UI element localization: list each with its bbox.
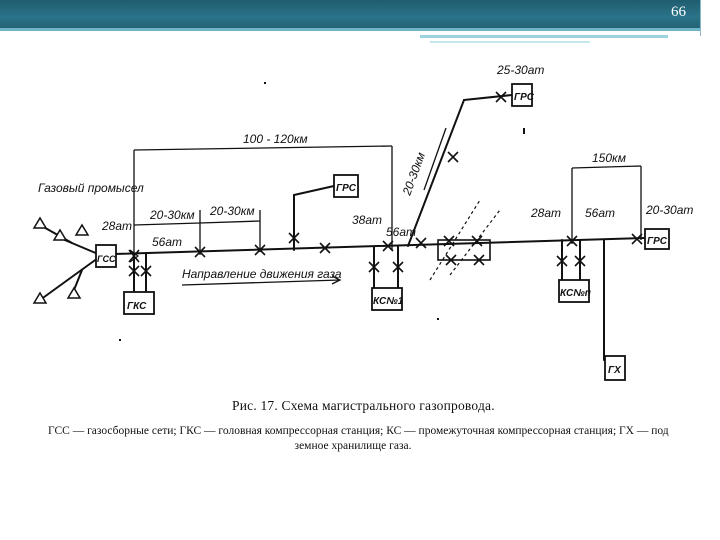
accent-line (420, 35, 668, 38)
slide-frame (700, 0, 720, 540)
label-flow-direction: Направление движения газа (182, 267, 342, 281)
label-grs-top: ГРС (514, 92, 535, 103)
label-gas-field: Газовый промысел (38, 181, 144, 195)
label-distance: 20-30км (209, 204, 255, 218)
gas-pipeline-diagram: Газовый промысел ГСС ГКС ГРС ГРС ГРС КС№… (32, 63, 693, 381)
label-ks1: КС№1 (373, 296, 404, 307)
label-pressure: 28ат (530, 206, 561, 220)
accent-line (430, 41, 590, 43)
label-distance: 150км (592, 151, 626, 165)
figure-legend: ГСС — газосборные сети; ГКС — головная к… (48, 424, 698, 454)
label-pressure: 25-30ат (496, 63, 544, 77)
label-ksn: КС№п (560, 288, 591, 299)
legend-line: ГСС — газосборные сети; ГКС — головная к… (48, 425, 669, 437)
label-pressure: 56ат (386, 225, 416, 239)
figure-caption: Рис. 17. Схема магистрального газопровод… (232, 398, 495, 413)
label-gss: ГСС (97, 254, 116, 264)
label-distance: 20-30км (399, 150, 428, 198)
label-pressure: 56ат (585, 206, 615, 220)
label-gkh: ГХ (608, 365, 622, 376)
legend-line: земное хранилище газа. (294, 440, 412, 452)
label-distance: 100 - 120км (243, 132, 308, 146)
label-pressure: 28ат (101, 219, 132, 233)
label-pressure: 20-30ат (645, 203, 693, 217)
slide-header-bar (0, 0, 700, 28)
header-divider (0, 28, 700, 31)
label-grs-left: ГРС (336, 183, 357, 194)
label-grs-right: ГРС (647, 236, 668, 247)
page-number: 66 (671, 4, 686, 20)
label-pressure: 38ат (352, 213, 382, 227)
label-pressure: 56ат (152, 235, 182, 249)
label-distance: 20-30км (149, 208, 195, 222)
label-gks: ГКС (127, 301, 147, 312)
main-pipeline (113, 237, 646, 255)
